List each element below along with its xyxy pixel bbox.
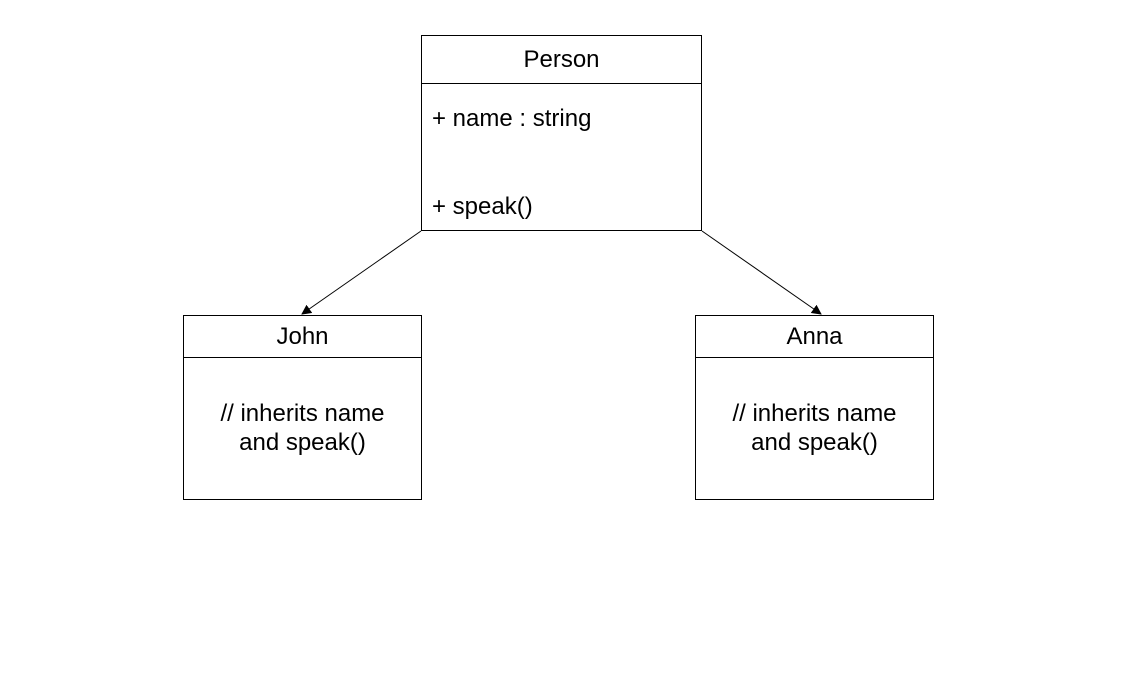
class-name-john: John (184, 316, 421, 358)
note-line-2: and speak() (239, 429, 366, 456)
class-box-anna[interactable]: Anna // inherits name and speak() (695, 315, 934, 500)
connector-person-to-anna (701, 230, 822, 315)
class-note-john: // inherits name and speak() (184, 358, 421, 499)
class-box-person[interactable]: Person + name : string + speak() (421, 35, 702, 231)
operation-speak: + speak() (432, 193, 533, 220)
note-line-1: // inherits name (732, 400, 897, 427)
class-members-person: + name : string + speak() (422, 84, 701, 230)
class-box-john[interactable]: John // inherits name and speak() (183, 315, 422, 500)
class-name-person: Person (422, 36, 701, 84)
connector-person-to-john (301, 230, 422, 315)
class-note-anna: // inherits name and speak() (696, 358, 933, 499)
attribute-name: + name : string (432, 105, 592, 132)
inherit-note-anna: // inherits name and speak() (696, 399, 933, 457)
class-name-anna: Anna (696, 316, 933, 358)
inherit-note-john: // inherits name and speak() (184, 399, 421, 457)
note-line-1: // inherits name (220, 400, 385, 427)
note-line-2: and speak() (751, 429, 878, 456)
